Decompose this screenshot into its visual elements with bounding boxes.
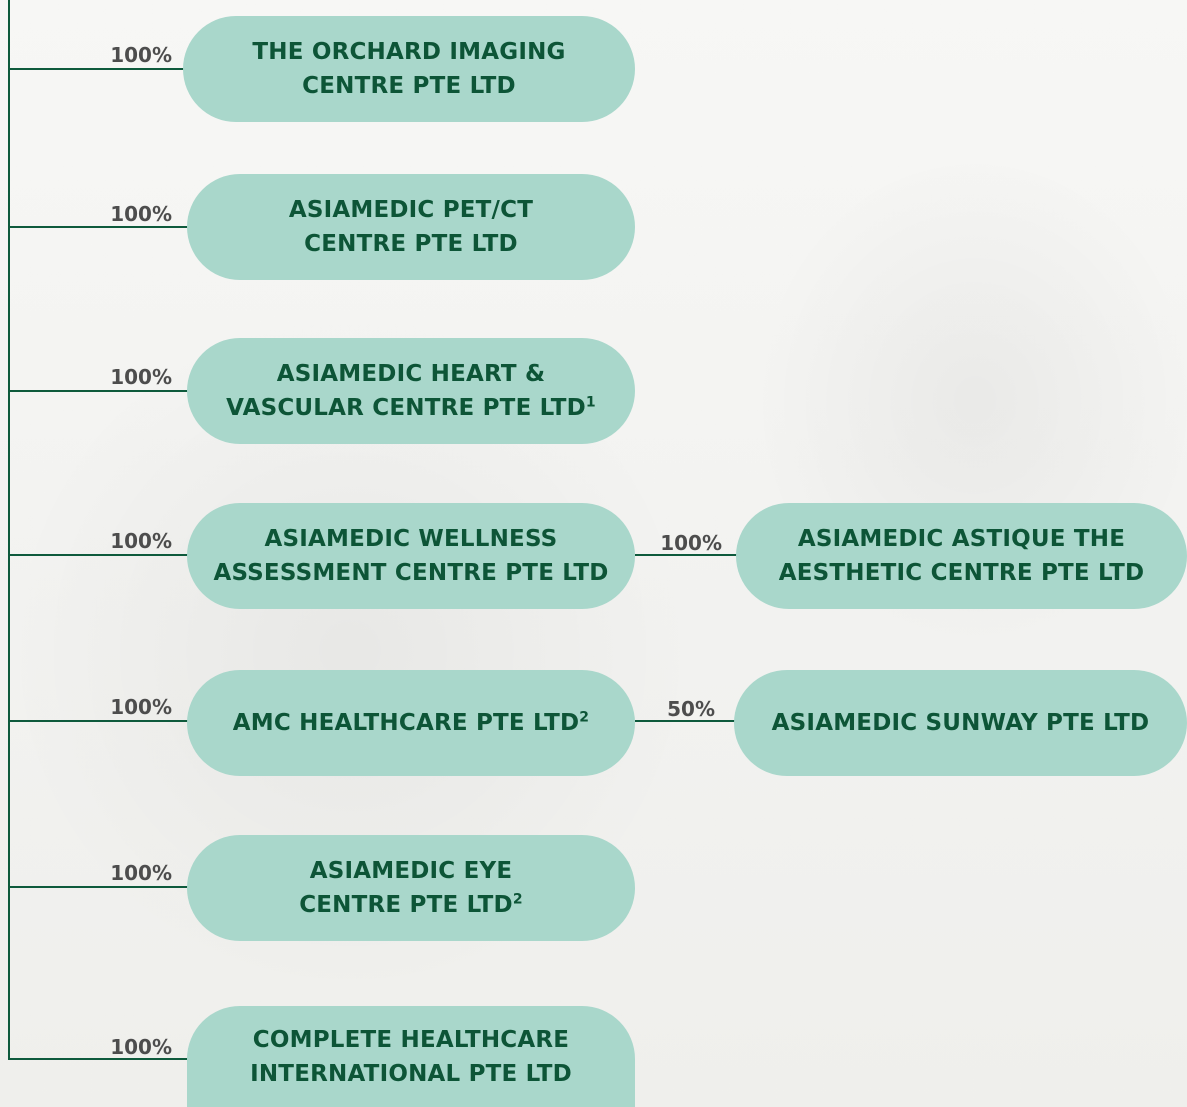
- entity-node-sunway: ASIAMEDIC SUNWAY PTE LTD: [734, 670, 1187, 776]
- subsidiary-connector-line: [635, 554, 737, 556]
- branch-line: [8, 554, 188, 556]
- ownership-percent: 100%: [110, 861, 172, 885]
- entity-node-heart-vascular: ASIAMEDIC HEART & VASCULAR CENTRE PTE LT…: [187, 338, 635, 444]
- ownership-percent: 100%: [110, 695, 172, 719]
- ownership-percent: 100%: [110, 365, 172, 389]
- entity-name-line1: COMPLETE HEALTHCARE: [252, 1026, 570, 1053]
- branch-line: [8, 886, 188, 888]
- entity-name-line1: ASIAMEDIC HEART &: [276, 361, 546, 387]
- entity-name-line1: ASIAMEDIC ASTIQUE THE: [797, 526, 1126, 552]
- ownership-percent: 100%: [110, 1035, 172, 1059]
- entity-name-line2-with-note: VASCULAR CENTRE PTE LTD1: [226, 391, 596, 425]
- subsidiary-connector-line: [635, 720, 735, 722]
- branch-line: [8, 1058, 188, 1060]
- entity-node-complete-healthcare: COMPLETE HEALTHCARE INTERNATIONAL PTE LT…: [187, 1006, 635, 1107]
- entity-name-line2: AESTHETIC CENTRE PTE LTD: [778, 560, 1145, 586]
- branch-line: [8, 68, 184, 70]
- org-trunk-line: [8, 0, 10, 1060]
- subsidiary-ownership-percent: 50%: [667, 697, 715, 721]
- entity-name-line2: CENTRE PTE LTD: [304, 231, 518, 257]
- entity-node-wellness-assessment: ASIAMEDIC WELLNESS ASSESSMENT CENTRE PTE…: [187, 503, 635, 609]
- subsidiary-ownership-percent: 100%: [660, 531, 722, 555]
- entity-name-line2: ASSESSMENT CENTRE PTE LTD: [213, 560, 609, 586]
- entity-node-eye-centre: ASIAMEDIC EYE CENTRE PTE LTD2: [187, 835, 635, 941]
- branch-line: [8, 390, 188, 392]
- entity-name-line1: AMC HEALTHCARE PTE LTD: [232, 710, 580, 736]
- entity-node-amc-healthcare: AMC HEALTHCARE PTE LTD2: [187, 670, 635, 776]
- entity-name-line2-with-note: CENTRE PTE LTD2: [299, 888, 523, 922]
- ownership-percent: 100%: [110, 43, 172, 67]
- entity-node-pet-ct: ASIAMEDIC PET/CT CENTRE PTE LTD: [187, 174, 635, 280]
- entity-name-line2: CENTRE PTE LTD: [302, 73, 516, 99]
- entity-name-line1: ASIAMEDIC SUNWAY PTE LTD: [771, 710, 1150, 736]
- entity-name-line1-with-note: AMC HEALTHCARE PTE LTD2: [233, 706, 589, 740]
- entity-node-astique-aesthetic: ASIAMEDIC ASTIQUE THE AESTHETIC CENTRE P…: [736, 503, 1187, 609]
- entity-name-line2: CENTRE PTE LTD: [299, 892, 513, 918]
- entity-name-line2: VASCULAR CENTRE PTE LTD: [226, 395, 586, 421]
- footnote-marker: 1: [585, 394, 596, 411]
- entity-name-line1: ASIAMEDIC WELLNESS: [264, 526, 558, 552]
- branch-line: [8, 226, 188, 228]
- entity-node-orchard-imaging: THE ORCHARD IMAGING CENTRE PTE LTD: [183, 16, 635, 122]
- entity-name-line1: THE ORCHARD IMAGING: [252, 39, 566, 65]
- footnote-marker: 2: [579, 709, 590, 726]
- entity-name-line1: ASIAMEDIC EYE: [309, 858, 513, 884]
- branch-line: [8, 720, 188, 722]
- footnote-marker: 2: [512, 891, 523, 908]
- entity-name-line1: ASIAMEDIC PET/CT: [288, 197, 534, 223]
- ownership-percent: 100%: [110, 202, 172, 226]
- entity-name-line2: INTERNATIONAL PTE LTD: [250, 1060, 572, 1087]
- ownership-percent: 100%: [110, 529, 172, 553]
